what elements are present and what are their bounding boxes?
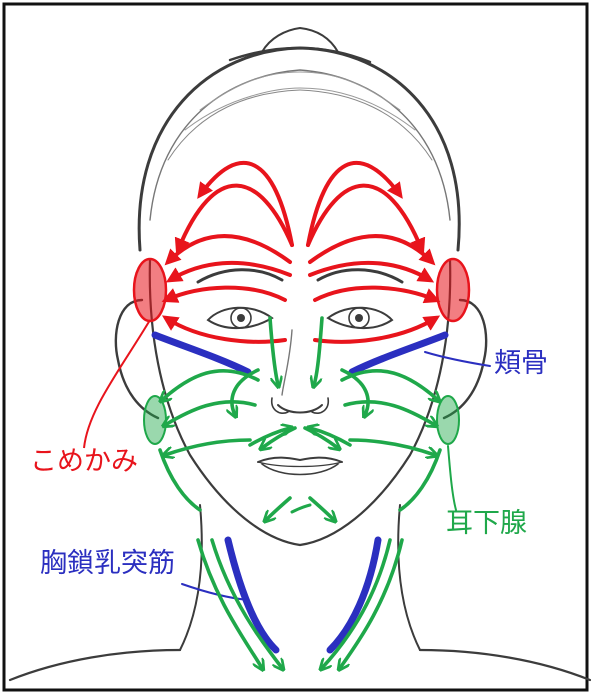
parotid-marker-right [437, 396, 459, 444]
temple-marker-left [134, 259, 166, 321]
label-temple: こめかみ [30, 448, 138, 475]
temple-marker-right [437, 259, 469, 321]
parotid-marker-left [144, 396, 166, 444]
label-cheekbone: 頬骨 [494, 350, 548, 377]
label-parotid: 耳下腺 [446, 510, 527, 537]
label-scm: 胸鎖乳突筋 [40, 550, 175, 577]
image-frame [4, 4, 587, 690]
